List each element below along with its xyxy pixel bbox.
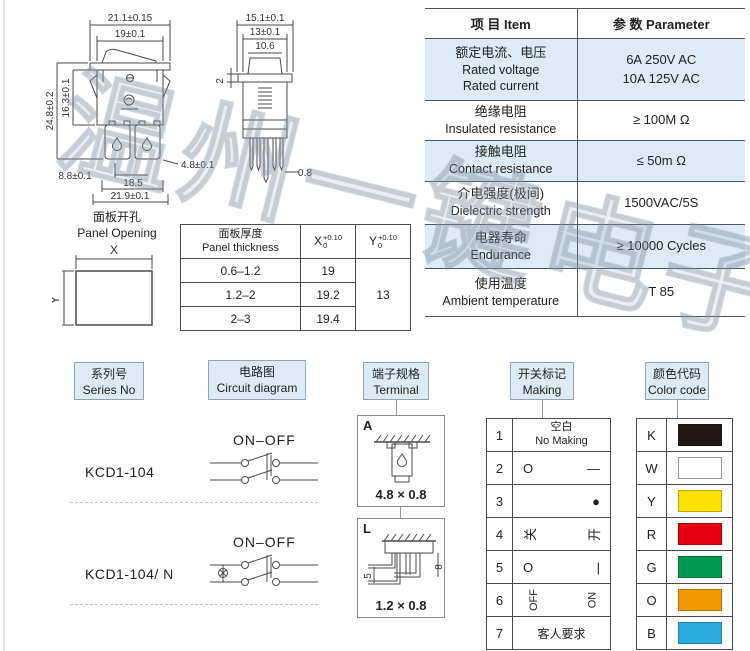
terminal-l-drawing: 5 8 (363, 533, 445, 585)
front-view-drawing: 21.1±0.15 19±0.1 24.8±0.2 16.3±0.1 8.8±0… (45, 13, 215, 205)
y-merged-value: 13 (355, 258, 411, 331)
table-row: 介电强度(极间)Dielectric strength 1500VAC/5S (425, 181, 745, 225)
table-row: 2 O— (486, 451, 611, 485)
table-row: 7 客人要求 (486, 616, 611, 650)
terminal-box-l: L 5 8 1.2 × 0.8 (357, 518, 445, 618)
connector-line (400, 507, 401, 518)
terminal-l-dim-right: 8 (434, 564, 445, 570)
terminal-a-drawing (374, 434, 431, 483)
dim-side-width-outer: 15.1±0.1 (246, 13, 285, 24)
panel-y-label: Y (52, 296, 62, 304)
circuit-diagram-2 (210, 554, 318, 586)
color-swatch-green (677, 556, 722, 578)
connector-line (677, 400, 678, 418)
table-row: K (636, 418, 733, 452)
table-row: Y (636, 484, 733, 518)
terminal-hole (112, 137, 122, 151)
table-row: 1.2–2 19.2 (180, 282, 411, 307)
dim-side-width-inner: 13±0.1 (250, 27, 281, 38)
table-row: W (636, 451, 733, 485)
dim-front-height-outer: 24.8±0.2 (45, 91, 56, 130)
spec-header-item: 项 目 Item (425, 8, 578, 39)
side-view-drawing: 15.1±0.1 13±0.1 10.6 2 0.8 (215, 13, 312, 184)
terminal-a-size: 4.8 × 0.8 (375, 487, 427, 502)
circuit-diagram-1 (210, 452, 318, 484)
dim-front-body-height: 16.3±0.1 (61, 78, 72, 117)
table-row: 5 O| (486, 550, 611, 584)
dim-front-pin-offset: 8.8±0.1 (58, 171, 92, 182)
connector-line (542, 400, 543, 418)
terminal-tag-a: A (363, 418, 373, 433)
dim-front-terminal-width: 4.8±0.1 (181, 160, 215, 171)
panel-thickness-header: 面板厚度 Panel thickness (180, 224, 301, 259)
color-swatch-black (677, 424, 722, 446)
side-rocker-cap (247, 57, 283, 75)
dashed-separator (70, 604, 318, 605)
terminal-box-a: A 4.8 × 0.8 (357, 415, 445, 507)
table-row: O (636, 583, 733, 617)
dashed-separator (70, 502, 318, 503)
brand-logo-mark (123, 94, 135, 106)
panel-opening-drawing: X Y (52, 243, 153, 326)
dim-side-flange-thickness: 2 (215, 78, 226, 84)
color-swatch-yellow (677, 490, 722, 512)
dim-front-width-inner: 19±0.1 (115, 29, 146, 40)
series-model-2: KCD1-104/ N (85, 566, 174, 582)
table-row: 0.6–1.2 19 13 (180, 258, 411, 331)
series-model-1: KCD1-104 (85, 464, 155, 480)
table-row: B (636, 616, 733, 650)
lamp-symbol (218, 568, 228, 578)
color-swatch-red (677, 523, 722, 545)
panel-opening-title: 面板开孔 Panel Opening (62, 210, 172, 241)
dim-side-pin-thickness: 0.8 (298, 168, 312, 179)
color-swatch-white (677, 457, 722, 479)
color-swatch-orange (677, 589, 722, 611)
dim-side-cap-width: 10.6 (255, 41, 275, 52)
terminal-hole (142, 137, 152, 151)
table-row: 4 关开 (486, 517, 611, 551)
terminal-tag-l: L (363, 521, 371, 536)
circuit-label-2: ON–OFF (233, 534, 296, 550)
color-swatch-blue (677, 622, 722, 644)
spec-header-parameter: 参 数 Parameter (577, 8, 745, 39)
scan-edge-line (3, 0, 5, 651)
terminal-l-dim-left: 5 (363, 573, 374, 579)
color-code-table: K W Y R G O B (636, 418, 733, 650)
table-row: 2–3 19.4 (180, 306, 411, 331)
dim-front-width-bottom: 21.9±0.1 (111, 191, 150, 202)
connector-line (396, 400, 397, 415)
table-row: R (636, 517, 733, 551)
rocker-actuator (101, 48, 157, 64)
panel-opening-title-cn: 面板开孔 (92, 210, 141, 224)
dim-front-width-outer: 21.1±0.15 (108, 13, 153, 24)
table-row: G (636, 550, 733, 584)
panel-opening-title-en: Panel Opening (77, 225, 157, 240)
table-row: 3 ● (486, 484, 611, 518)
dim-front-pin-span: 18.5 (123, 178, 143, 189)
panel-x-label: X (110, 243, 118, 257)
circuit-label-1: ON–OFF (233, 432, 296, 448)
terminal-l-size: 1.2 × 0.8 (375, 598, 427, 613)
